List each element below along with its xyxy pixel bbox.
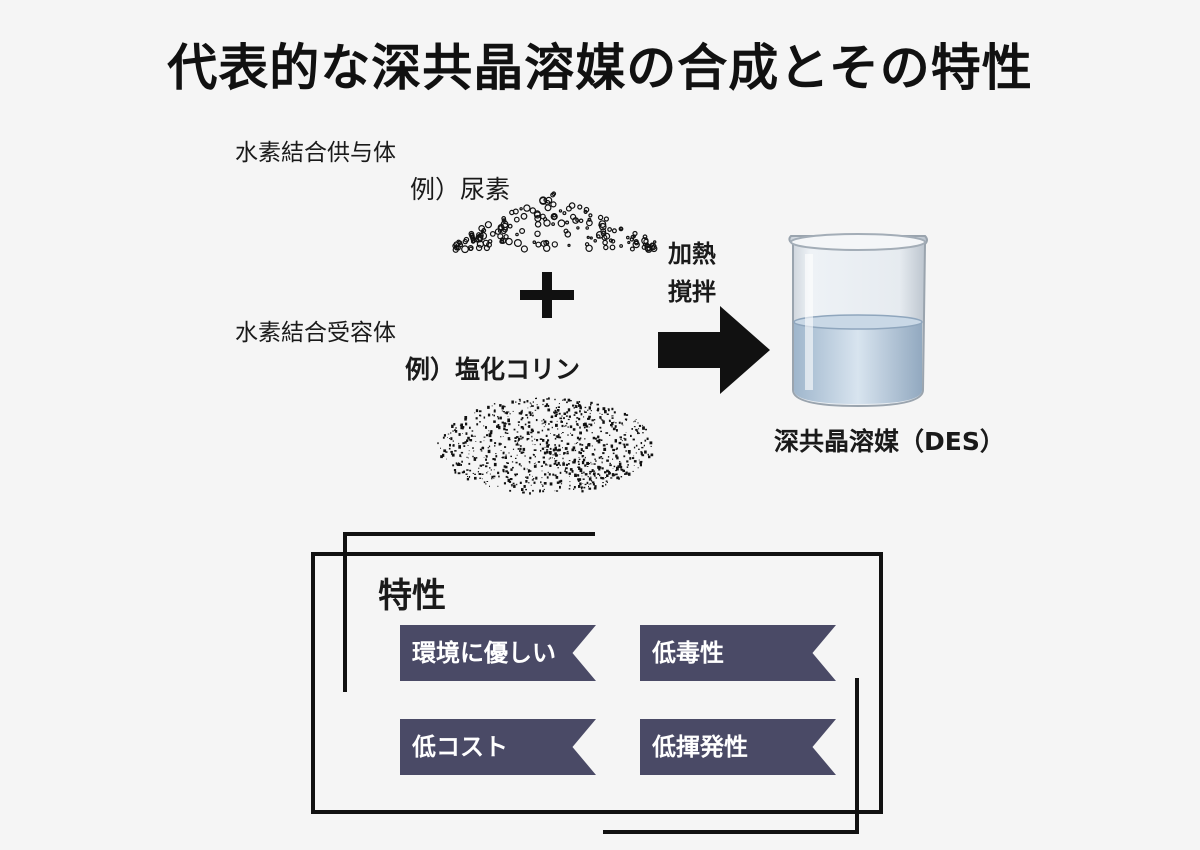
choline-chloride-pile-illustration bbox=[437, 397, 654, 495]
characteristic-low-volatility: 低揮発性 bbox=[640, 719, 836, 775]
characteristic-eco-friendly: 環境に優しい bbox=[400, 625, 596, 681]
process-label: 加熱 撹拌 bbox=[668, 235, 716, 311]
characteristics-frame bbox=[311, 532, 883, 834]
characteristics-heading: 特性 bbox=[378, 576, 446, 616]
donor-example: 例）尿素 bbox=[410, 175, 511, 204]
product-label: 深共晶溶媒（DES） bbox=[774, 427, 1005, 456]
acceptor-example: 例）塩化コリン bbox=[405, 355, 581, 384]
beaker-icon bbox=[788, 233, 928, 408]
page-title: 代表的な深共晶溶媒の合成とその特性 bbox=[167, 39, 1033, 97]
acceptor-label: 水素結合受容体 bbox=[235, 320, 396, 346]
characteristic-low-cost: 低コスト bbox=[400, 719, 596, 775]
plus-icon bbox=[520, 272, 574, 318]
arrow-right-icon bbox=[658, 306, 770, 394]
characteristic-low-toxicity: 低毒性 bbox=[640, 625, 836, 681]
process-heating: 加熱 bbox=[668, 240, 716, 268]
process-stirring: 撹拌 bbox=[668, 278, 716, 306]
urea-pile-illustration bbox=[452, 191, 658, 254]
donor-label: 水素結合供与体 bbox=[235, 140, 396, 166]
